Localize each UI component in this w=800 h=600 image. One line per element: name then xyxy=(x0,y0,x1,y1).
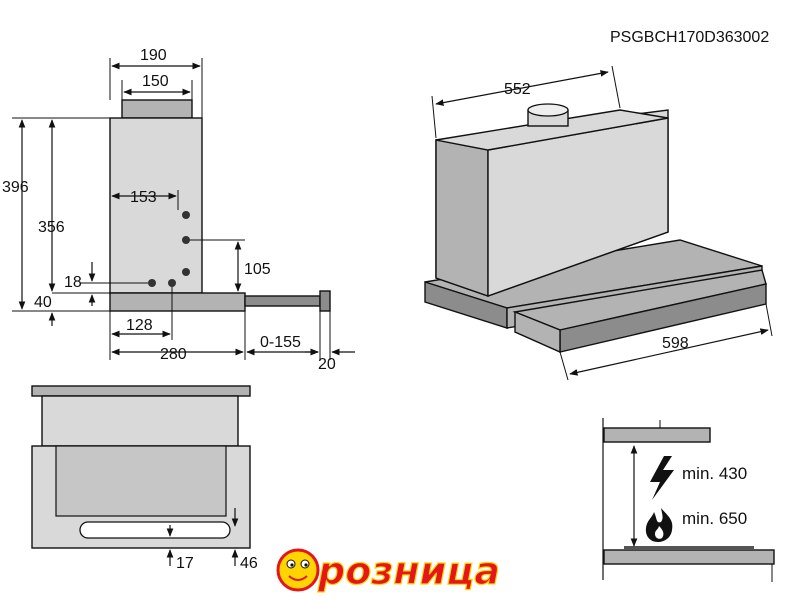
dim-handle: 20 xyxy=(318,356,336,373)
dim-extension: 0-155 xyxy=(260,334,301,351)
side-handle xyxy=(319,290,331,312)
iso-view: 552 598 xyxy=(424,65,773,381)
logo-text: розница xyxy=(317,549,500,593)
model-code: PSGBCH170D363002 xyxy=(610,29,769,46)
front-view: 17 46 xyxy=(31,385,258,572)
clearance-electric: min. 430 xyxy=(682,464,747,483)
flame-icon xyxy=(645,508,673,542)
side-outlet xyxy=(121,99,193,119)
side-tray xyxy=(244,295,321,307)
mount-hole xyxy=(168,279,176,287)
iso-outlet-top xyxy=(527,103,569,117)
dim-hole-height: 105 xyxy=(244,261,271,278)
clearance-hood xyxy=(603,427,711,443)
front-top-plate xyxy=(31,385,251,397)
clearance-gas: min. 650 xyxy=(682,509,747,528)
dim-iso-width: 598 xyxy=(662,335,689,352)
flame-inner-icon xyxy=(655,526,664,539)
clearance-view: min. 430 min. 650 xyxy=(602,418,775,582)
mount-hole xyxy=(182,268,190,276)
front-filter-panel xyxy=(55,445,227,517)
lightning-icon xyxy=(650,456,674,500)
mount-hole xyxy=(182,236,190,244)
mount-hole xyxy=(148,279,156,287)
dim-width-outlet: 150 xyxy=(142,73,169,90)
clearance-cooktop xyxy=(603,549,775,565)
side-base xyxy=(109,292,246,312)
brand-logo: розница xyxy=(276,548,501,594)
front-handle-slot xyxy=(79,521,231,539)
dim-front-gap-b: 46 xyxy=(240,555,258,572)
dim-height-body: 356 xyxy=(38,219,65,236)
dim-hole-offset: 18 xyxy=(64,274,82,291)
dim-base-depth: 128 xyxy=(126,317,153,334)
dim-front-gap-a: 17 xyxy=(176,555,194,572)
mount-hole xyxy=(182,211,190,219)
dim-base-height: 40 xyxy=(34,294,52,311)
side-body xyxy=(109,117,203,294)
clearance-burner xyxy=(624,546,754,550)
dim-hole-depth: 153 xyxy=(130,189,157,206)
dim-width-top: 190 xyxy=(140,47,167,64)
front-upper-body xyxy=(41,395,239,447)
dim-iso-depth: 552 xyxy=(504,81,531,98)
dim-height-total: 396 xyxy=(2,179,29,196)
logo-mascot-icon xyxy=(276,548,320,592)
iso-body-left xyxy=(435,139,489,297)
dim-total-depth: 280 xyxy=(160,346,187,363)
side-view: 190 150 396 356 153 105 18 40 12 xyxy=(2,47,355,373)
